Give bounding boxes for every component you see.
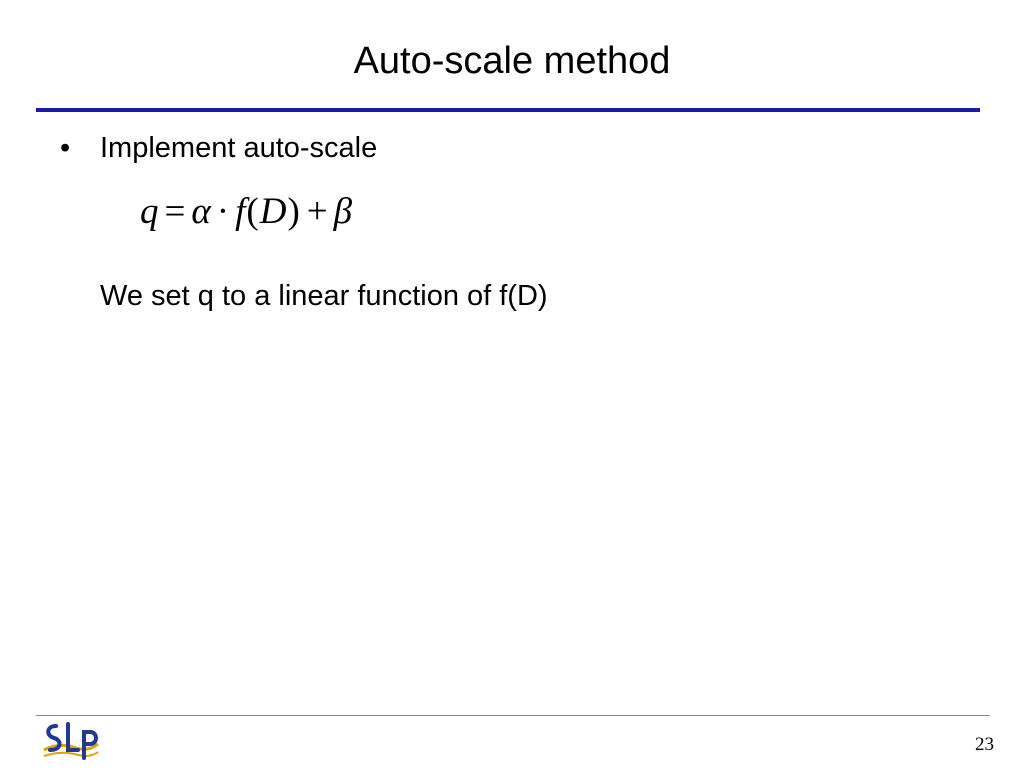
formula-d: D: [259, 191, 287, 232]
body-text: We set q to a linear function of f(D): [100, 280, 548, 312]
bullet-text: Implement auto-scale: [100, 132, 378, 164]
slp-logo-icon: [43, 722, 99, 760]
bullet-symbol: •: [60, 132, 71, 164]
formula-dot: ·: [216, 191, 230, 232]
formula-rparen: ): [287, 191, 300, 232]
formula: q=α·f(D)+β: [140, 188, 352, 236]
slide-title: Auto-scale method: [353, 40, 671, 82]
title-divider: [36, 108, 980, 112]
formula-beta: β: [333, 191, 353, 232]
bullet-item: • Implement auto-scale: [60, 130, 377, 166]
formula-equals: =: [164, 191, 186, 232]
formula-q: q: [140, 191, 159, 232]
formula-plus: +: [306, 191, 328, 232]
page-number: 23: [975, 734, 994, 755]
formula-alpha: α: [191, 191, 211, 232]
formula-lparen: (: [246, 191, 259, 232]
footer-divider: [36, 715, 990, 716]
formula-f: f: [235, 191, 246, 232]
